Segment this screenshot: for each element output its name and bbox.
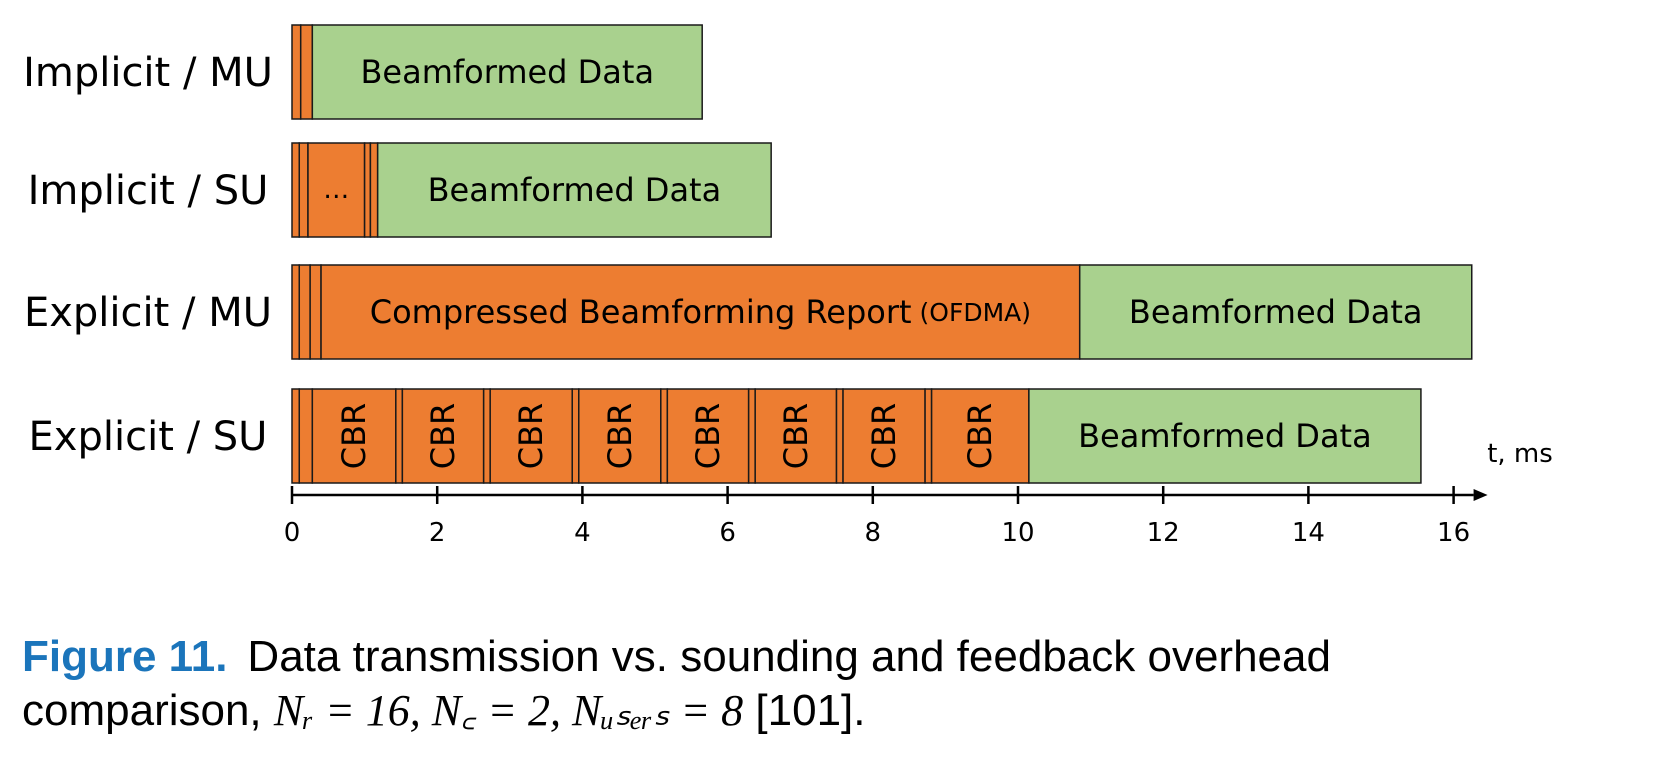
overhead-segment	[298, 142, 309, 238]
segment-label: CBR	[689, 403, 727, 470]
overhead-segment	[298, 264, 311, 360]
x-axis: t, ms 0 2 4 6 8 10 12 14 16	[284, 439, 1553, 548]
segment-label: Compressed Beamforming Report (OFDMA)	[370, 293, 1031, 331]
x-tick-label: 12	[1147, 518, 1180, 548]
data-segment	[1028, 388, 1422, 484]
caption-text-2: comparison,	[22, 686, 262, 735]
overhead-segment	[924, 388, 933, 484]
segment-label: …	[323, 175, 349, 205]
caption-line-1: Figure 11. Data transmission vs. sounding…	[22, 630, 1622, 684]
overhead-segment	[291, 264, 301, 360]
overhead-segment	[320, 264, 1081, 360]
segment-label: Beamformed Data	[360, 53, 654, 91]
segment-label: CBR	[961, 403, 999, 470]
caption-reference: [101].	[755, 686, 866, 735]
x-tick-label: 6	[719, 518, 736, 548]
row-label: Implicit / SU	[28, 168, 269, 214]
overhead-segment	[309, 264, 322, 360]
x-tick-label: 0	[284, 518, 301, 548]
x-tick-label: 14	[1292, 518, 1325, 548]
segment-label: CBR	[777, 403, 815, 470]
row-label: Implicit / MU	[23, 50, 273, 96]
segment-label-suffix: (OFDMA)	[912, 298, 1031, 327]
overhead-segment	[369, 142, 379, 238]
overhead-segment	[311, 388, 397, 484]
bars: Beamformed Data…Beamformed DataCompresse…	[291, 24, 1473, 484]
overhead-comparison-chart: Implicit / MU Implicit / SU Explicit / MU E…	[23, 24, 1553, 548]
caption-math: Nᵣ = 16, N꜀ = 2, Nᵤₛₑᵣₛ = 8	[273, 686, 744, 735]
overhead-segment	[571, 388, 580, 484]
overhead-segment	[299, 24, 314, 120]
caption-line-2: comparison, Nᵣ = 16, N꜀ = 2, Nᵤₛₑᵣₛ = 8 …	[22, 684, 1622, 738]
overhead-segment	[578, 388, 662, 484]
x-tick-label: 2	[429, 518, 446, 548]
figure-label: Figure 11.	[22, 632, 228, 681]
x-tick-label: 4	[574, 518, 591, 548]
data-segment	[1078, 264, 1473, 360]
overhead-segment	[666, 388, 750, 484]
x-tick-label: 8	[865, 518, 882, 548]
overhead-segment	[842, 388, 926, 484]
overhead-segment	[395, 388, 404, 484]
row-label: Explicit / SU	[29, 414, 268, 460]
overhead-segment	[482, 388, 491, 484]
x-axis-label: t, ms	[1487, 439, 1553, 469]
x-tick-label: 10	[1001, 518, 1034, 548]
segment-label: Beamformed Data	[1078, 417, 1372, 455]
overhead-segment	[291, 388, 301, 484]
segment-label: CBR	[512, 403, 550, 470]
overhead-segment	[401, 388, 485, 484]
figure-caption: Figure 11. Data transmission vs. sounding…	[22, 630, 1622, 738]
overhead-segment	[307, 142, 366, 238]
overhead-segment	[930, 388, 1030, 484]
x-axis-arrow	[1473, 489, 1488, 501]
caption-text-1: Data transmission vs. sounding and feedb…	[247, 632, 1331, 681]
segment-label: CBR	[335, 403, 373, 470]
overhead-segment	[363, 142, 372, 238]
overhead-segment	[298, 388, 314, 484]
segment-label: CBR	[424, 403, 462, 470]
overhead-segment	[747, 388, 756, 484]
segment-label: CBR	[865, 403, 903, 470]
overhead-segment	[660, 388, 669, 484]
overhead-segment	[291, 24, 302, 120]
data-segment	[376, 142, 772, 238]
row-label: Explicit / MU	[24, 290, 272, 336]
segment-label: CBR	[601, 403, 639, 470]
segment-label: Beamformed Data	[1129, 293, 1423, 331]
data-segment	[311, 24, 703, 120]
overhead-segment	[291, 142, 301, 238]
overhead-segment	[489, 388, 573, 484]
row-labels: Implicit / MU Implicit / SU Explicit / MU E…	[23, 50, 273, 460]
x-tick-label: 16	[1437, 518, 1470, 548]
segment-label: Beamformed Data	[428, 171, 722, 209]
overhead-segment	[835, 388, 844, 484]
